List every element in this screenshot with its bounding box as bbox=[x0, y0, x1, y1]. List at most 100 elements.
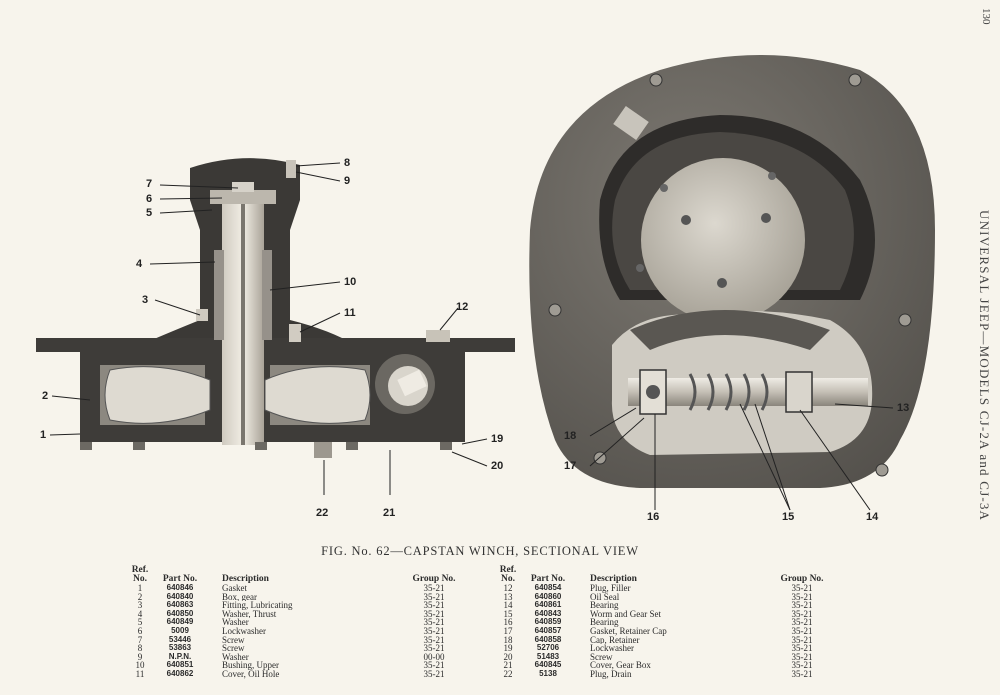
callout-4: 4 bbox=[136, 258, 143, 270]
ref-no: 13 bbox=[503, 591, 513, 602]
part-no: 53446 bbox=[168, 634, 192, 644]
group-no: 35-21 bbox=[791, 625, 813, 636]
group-no: 35-21 bbox=[791, 617, 813, 628]
description: Washer, Thrust bbox=[222, 609, 277, 619]
callout-19: 19 bbox=[491, 433, 504, 445]
part-no: 52706 bbox=[536, 643, 560, 653]
part-no: 640840 bbox=[166, 591, 194, 601]
description: Bushing, Upper bbox=[222, 661, 279, 670]
description: Gasket bbox=[222, 584, 247, 593]
right-cutaway-view bbox=[529, 55, 935, 511]
group-no: 35-21 bbox=[423, 634, 445, 645]
callout-22: 22 bbox=[316, 507, 329, 519]
header-group-no: Group No. bbox=[412, 574, 456, 584]
ref-no: 7 bbox=[137, 634, 143, 645]
group-no: 35-21 bbox=[423, 643, 445, 654]
ref-no: 22 bbox=[503, 668, 513, 679]
capstan-winch-figure: 7 6 5 4 3 2 1 8 9 10 11 12 19 20 22 21 1… bbox=[36, 55, 935, 523]
group-no: 35-21 bbox=[423, 617, 445, 628]
group-no: 35-21 bbox=[423, 591, 445, 602]
description: Cap, Retainer bbox=[590, 635, 640, 645]
group-no: 35-21 bbox=[791, 668, 813, 679]
ref-no: 21 bbox=[503, 660, 513, 671]
group-no: 35-21 bbox=[791, 660, 813, 671]
group-no: 35-21 bbox=[423, 600, 445, 611]
part-no: 5009 bbox=[171, 625, 189, 635]
header-ref-line2: No. bbox=[501, 574, 515, 584]
part-no: 640850 bbox=[166, 608, 194, 618]
group-no: 35-21 bbox=[423, 583, 445, 593]
parts-row: 16 640859 Bearing 35-21 bbox=[496, 618, 832, 627]
part-no: 640849 bbox=[166, 617, 194, 627]
figure-caption: FIG. No. 62—CAPSTAN WINCH, SECTIONAL VIE… bbox=[321, 544, 639, 558]
description: Cover, Gear Box bbox=[590, 661, 651, 670]
description: Cover, Oil Hole bbox=[222, 669, 280, 679]
parts-list-header: Ref. No. Part No. Description Group No. bbox=[496, 565, 832, 584]
ref-no: 17 bbox=[503, 625, 513, 636]
part-no: 640851 bbox=[166, 660, 194, 670]
description: Bearing bbox=[590, 601, 619, 610]
part-no: 640857 bbox=[534, 625, 562, 635]
header-part-no: Part No. bbox=[162, 574, 198, 584]
group-no: 35-21 bbox=[791, 600, 813, 611]
part-no: 51483 bbox=[536, 651, 560, 661]
part-no: 640859 bbox=[534, 617, 562, 627]
ref-no: 18 bbox=[503, 634, 513, 645]
callout-5: 5 bbox=[146, 207, 153, 219]
callout-10: 10 bbox=[344, 276, 357, 288]
parts-list-header: Ref. No. Part No. Description Group No. bbox=[128, 565, 464, 584]
part-no: 640843 bbox=[534, 608, 562, 618]
description: Lockwasher bbox=[590, 644, 634, 653]
callout-11: 11 bbox=[344, 307, 356, 319]
header-ref-line1: Ref. bbox=[499, 565, 517, 575]
group-no: 35-21 bbox=[423, 660, 445, 671]
ref-no: 11 bbox=[135, 668, 145, 679]
callout-15: 15 bbox=[782, 511, 795, 523]
ref-no: 15 bbox=[503, 608, 513, 619]
group-no: 35-21 bbox=[791, 583, 813, 593]
sectional-views-drawing bbox=[36, 55, 935, 511]
description: Lockwasher bbox=[222, 626, 266, 636]
description: Screw bbox=[222, 644, 245, 653]
ref-no: 16 bbox=[503, 617, 513, 628]
page-number: 130 bbox=[980, 8, 992, 25]
header-description: Description bbox=[590, 574, 637, 584]
ref-no: 3 bbox=[137, 600, 143, 611]
part-no: 640860 bbox=[534, 591, 562, 601]
callout-12: 12 bbox=[456, 301, 469, 313]
header-ref-line1: Ref. bbox=[131, 565, 149, 575]
description: Plug, Filler bbox=[590, 584, 631, 593]
callout-8: 8 bbox=[344, 157, 351, 169]
ref-no: 12 bbox=[503, 583, 513, 593]
left-sectional-view bbox=[36, 158, 515, 495]
ref-no: 20 bbox=[503, 651, 513, 662]
description: Box, gear bbox=[222, 592, 257, 602]
part-no: 53863 bbox=[168, 643, 192, 653]
parts-list-right: Ref. No. Part No. Description Group No. … bbox=[496, 565, 832, 679]
header-ref: Ref. No. bbox=[128, 565, 152, 584]
callout-16: 16 bbox=[647, 511, 660, 523]
description: Oil Seal bbox=[590, 592, 620, 602]
header-part-no: Part No. bbox=[530, 574, 566, 584]
description: Bearing bbox=[590, 618, 619, 627]
part-no: 640858 bbox=[534, 634, 562, 644]
description: Plug, Drain bbox=[590, 669, 632, 679]
ref-no: 9 bbox=[137, 651, 143, 662]
callout-21: 21 bbox=[383, 507, 396, 519]
part-no: 640846 bbox=[166, 583, 194, 592]
